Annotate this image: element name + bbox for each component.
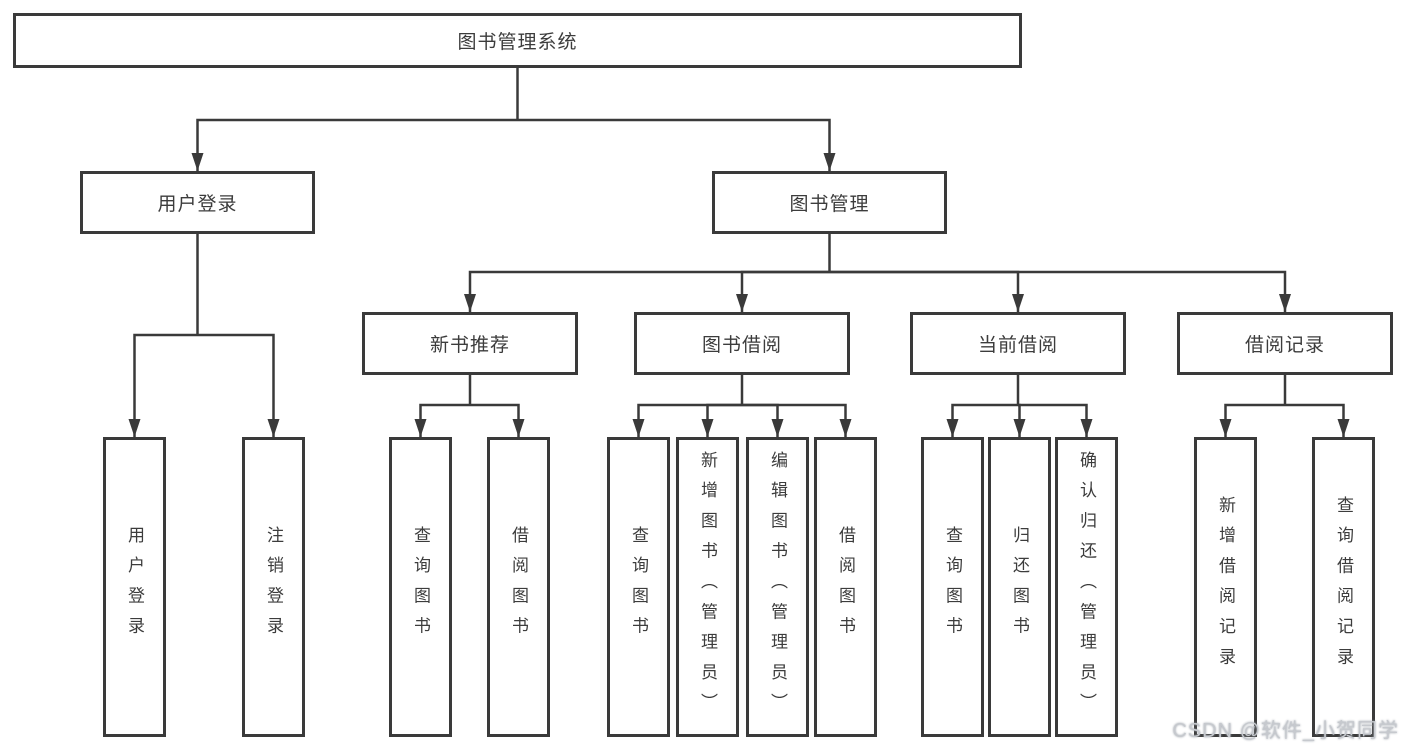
leaf-logout: 注销登录: [242, 437, 305, 737]
connector-arrow: [517, 118, 836, 171]
leaf-query-borrow-record-label: 查询借阅记录: [1334, 496, 1353, 678]
connector-arrow: [464, 270, 830, 312]
leaf-query-books-recommend: 查询图书: [389, 437, 452, 737]
connector-arrow: [1013, 403, 1026, 437]
leaf-borrow-books-recommend-label: 借阅图书: [509, 526, 528, 648]
leaf-borrow-books: 借阅图书: [814, 437, 877, 737]
leaf-return-books-label: 归还图书: [1010, 526, 1029, 648]
connector-arrow: [191, 118, 518, 171]
leaf-user-login-label: 用户登录: [125, 526, 144, 648]
connector-arrow: [197, 333, 280, 437]
node-book-borrowing: 图书借阅: [634, 312, 850, 375]
connector-arrow: [736, 270, 830, 312]
leaf-borrow-books-recommend: 借阅图书: [487, 437, 550, 737]
connector-arrow: [128, 333, 198, 437]
leaf-edit-book-admin: 编辑图书（管理员）: [746, 437, 809, 737]
node-user-login: 用户登录: [80, 171, 315, 234]
leaf-user-login: 用户登录: [103, 437, 166, 737]
leaf-confirm-return-admin: 确认归还（管理员）: [1055, 437, 1118, 737]
leaf-confirm-return-admin-label: 确认归还（管理员）: [1077, 450, 1096, 724]
leaf-add-book-admin: 新增图书（管理员）: [676, 437, 739, 737]
leaf-edit-book-admin-label: 编辑图书（管理员）: [768, 450, 787, 724]
node-book-management-label: 图书管理: [789, 194, 870, 215]
node-book-borrowing-label: 图书借阅: [701, 335, 782, 356]
leaf-add-borrow-record-label: 新增借阅记录: [1216, 496, 1235, 678]
leaf-query-books-borrowing: 查询图书: [607, 437, 670, 737]
leaf-logout-label: 注销登录: [264, 526, 283, 648]
connector-arrow: [701, 403, 742, 437]
leaf-query-books-borrowing-label: 查询图书: [629, 526, 648, 648]
csdn-watermark: CSDN @软件_小贺同学: [1172, 720, 1399, 742]
node-current-borrowing: 当前借阅: [910, 312, 1126, 375]
connector-arrow: [470, 403, 525, 437]
node-current-borrowing-label: 当前借阅: [977, 335, 1058, 356]
leaf-add-book-admin-label: 新增图书（管理员）: [698, 450, 717, 724]
node-new-book-recommend-label: 新书推荐: [429, 335, 510, 356]
connector-arrow: [829, 270, 1024, 312]
node-borrowing-records-label: 借阅记录: [1244, 335, 1325, 356]
connector-arrow: [946, 403, 1018, 437]
leaf-return-books: 归还图书: [988, 437, 1051, 737]
node-user-login-label: 用户登录: [157, 194, 238, 215]
connector-arrow: [414, 403, 470, 437]
connector-arrow: [632, 403, 742, 437]
leaf-query-borrow-record: 查询借阅记录: [1312, 437, 1375, 737]
connector-arrow: [1285, 403, 1350, 437]
leaf-add-borrow-record: 新增借阅记录: [1194, 437, 1257, 737]
leaf-query-books-current: 查询图书: [921, 437, 984, 737]
connector-arrow: [1018, 403, 1093, 437]
connector-arrow: [1219, 403, 1285, 437]
node-book-management: 图书管理: [712, 171, 947, 234]
node-borrowing-records: 借阅记录: [1177, 312, 1393, 375]
leaf-query-books-current-label: 查询图书: [943, 526, 962, 648]
connector-arrow: [829, 270, 1291, 312]
node-new-book-recommend: 新书推荐: [362, 312, 578, 375]
leaf-borrow-books-label: 借阅图书: [836, 526, 855, 648]
connector-arrow: [742, 403, 852, 437]
leaf-query-books-recommend-label: 查询图书: [411, 526, 430, 648]
connector-arrow: [742, 403, 784, 437]
node-library-system: 图书管理系统: [13, 13, 1022, 68]
node-library-system-label: 图书管理系统: [457, 32, 578, 53]
